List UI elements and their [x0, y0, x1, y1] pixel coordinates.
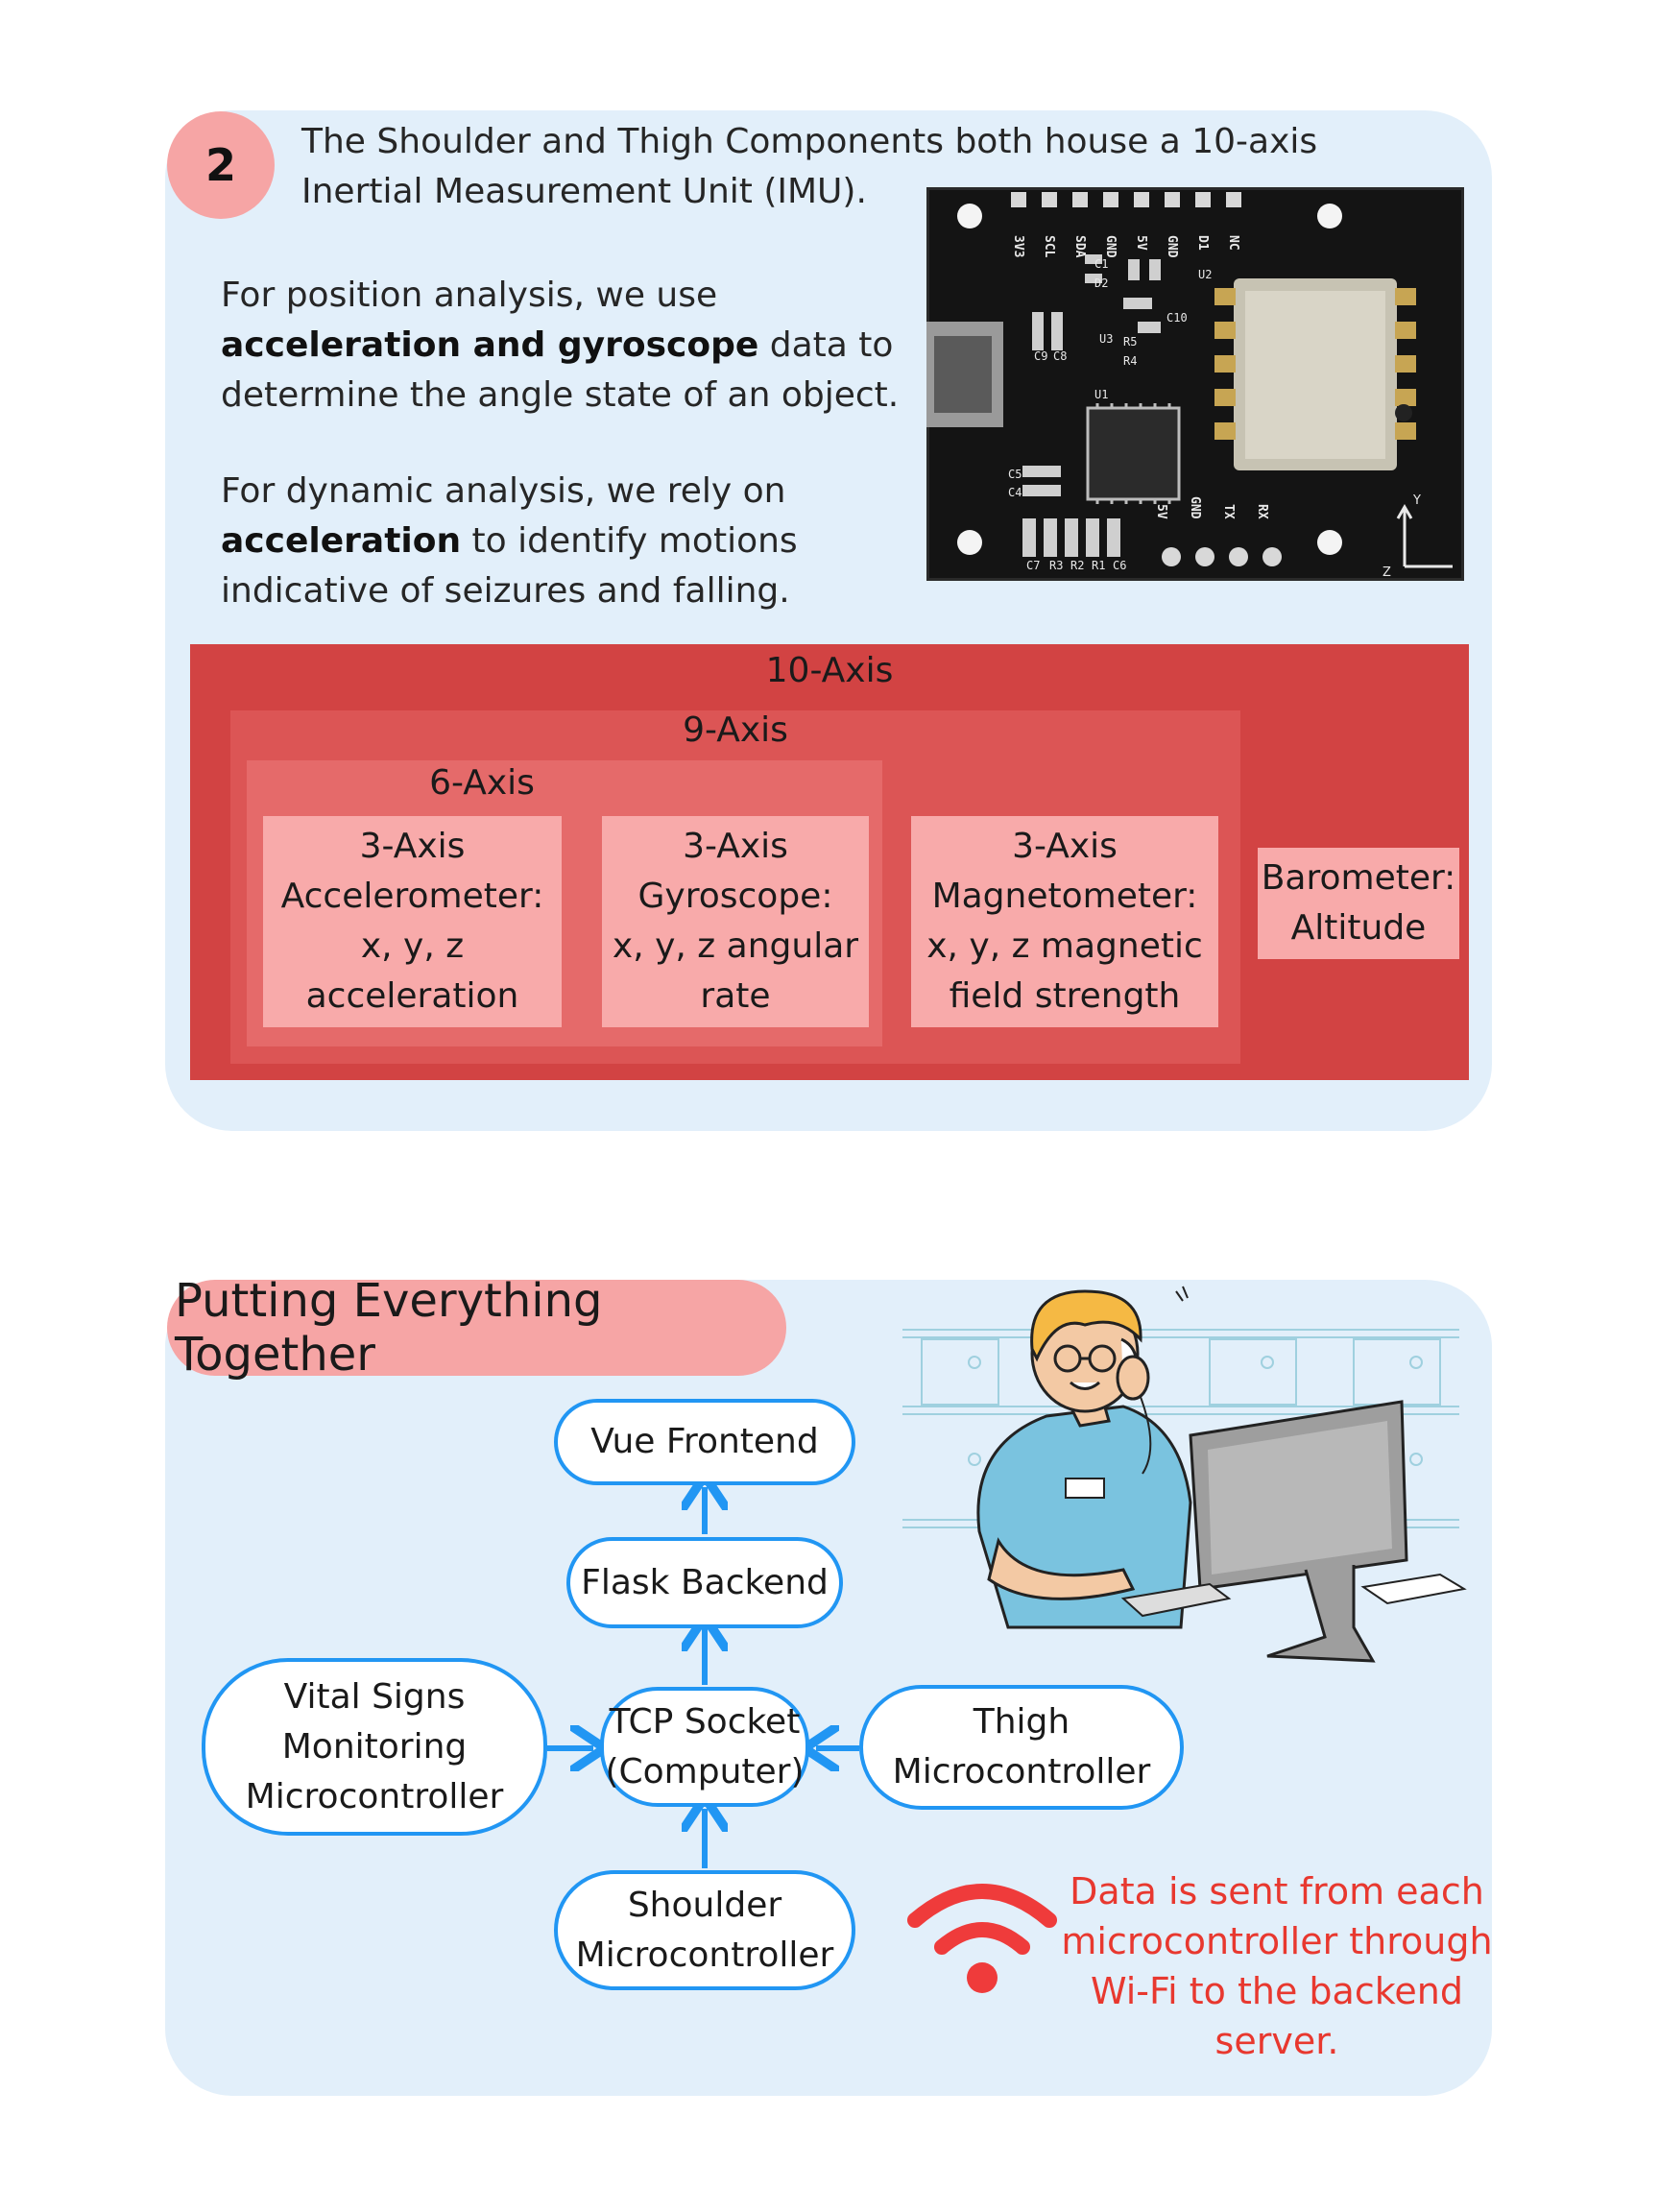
- label-c7: C7: [1026, 559, 1040, 572]
- tcp-socket-line-1: TCP Socket: [609, 1701, 801, 1742]
- position-line-2: acceleration and gyroscope data to: [221, 321, 931, 371]
- gyroscope-line-1: 3-Axis: [683, 827, 788, 866]
- dynamic-post: to identify motions: [461, 521, 798, 561]
- gyroscope-line-2: Gyroscope:: [637, 877, 833, 916]
- section-heading: Putting Everything Together: [167, 1274, 786, 1382]
- bottom-pin-rx: RX: [1255, 504, 1269, 519]
- bottom-pin-tx: TX: [1221, 504, 1236, 519]
- vital-signs-line-1: Vital Signs: [283, 1676, 466, 1717]
- dynamic-analysis-text: For dynamic analysis, we rely on acceler…: [221, 467, 931, 616]
- label-c8: C8: [1053, 349, 1067, 363]
- gyroscope-line-3: x, y, z angular: [612, 926, 859, 966]
- vital-signs-node: Vital Signs Monitoring Microcontroller: [202, 1658, 547, 1836]
- dynamic-line-1: For dynamic analysis, we rely on: [221, 471, 786, 511]
- bottom-pin-gnd: GND: [1188, 496, 1202, 519]
- shoulder-line-2: Microcontroller: [575, 1935, 834, 1975]
- pin-label-5v: 5V: [1134, 235, 1148, 251]
- label-c9: C9: [1034, 349, 1047, 363]
- intro-line-2: Inertial Measurement Unit (IMU).: [301, 172, 867, 211]
- accelerometer-line-3: x, y, z: [360, 926, 465, 966]
- position-post: data to: [758, 325, 894, 365]
- thigh-line-1: Thigh: [973, 1702, 1070, 1742]
- pin-label-gnd-2: GND: [1165, 235, 1179, 258]
- pin-label-d1: D1: [1195, 235, 1210, 251]
- shoulder-node: Shoulder Microcontroller: [554, 1870, 855, 1990]
- dynamic-bold: acceleration: [221, 521, 462, 561]
- label-r5: R5: [1123, 335, 1137, 349]
- wifi-note-line-4: server.: [1214, 2020, 1339, 2062]
- barometer-box: Barometer: Altitude: [1258, 848, 1459, 959]
- dynamic-line-3: indicative of seizures and falling.: [221, 571, 790, 611]
- accelerometer-line-1: 3-Axis: [359, 827, 466, 866]
- vital-signs-line-3: Microcontroller: [245, 1776, 504, 1816]
- label-r4: R4: [1123, 354, 1137, 368]
- pin-label-3v3: 3V3: [1011, 235, 1025, 257]
- wifi-note-line-1: Data is sent from each: [1070, 1870, 1484, 1912]
- pin-label-sda: SDA: [1072, 235, 1087, 258]
- label-r1: R1: [1092, 559, 1105, 572]
- position-bold: acceleration and gyroscope: [221, 325, 759, 365]
- nine-axis-label: 9-Axis: [683, 710, 788, 750]
- pin-label-nc: NC: [1226, 235, 1240, 251]
- magnetometer-line-4: field strength: [949, 976, 1181, 1016]
- label-r2: R2: [1070, 559, 1084, 572]
- ten-axis-label: 10-Axis: [765, 651, 894, 690]
- step-number-badge: 2: [167, 111, 275, 219]
- imu-board-image: 3V3 SCL SDA GND 5V GND D1 NC C1 D2 U2 U3…: [926, 187, 1464, 581]
- label-c4: C4: [1008, 486, 1022, 499]
- shoulder-line-1: Shoulder: [627, 1885, 782, 1925]
- magnetometer-box: 3-Axis Magnetometer: x, y, z magnetic fi…: [911, 816, 1218, 1027]
- tcp-socket-line-2: (Computer): [605, 1751, 805, 1791]
- label-c10: C10: [1166, 311, 1188, 325]
- position-analysis-text: For position analysis, we use accelerati…: [221, 271, 931, 421]
- thigh-node: Thigh Microcontroller: [859, 1685, 1184, 1810]
- wifi-icon: [907, 1884, 1057, 1993]
- dynamic-line-2: acceleration to identify motions: [221, 517, 931, 566]
- flask-backend-node: Flask Backend: [566, 1537, 843, 1628]
- vital-signs-line-2: Monitoring: [281, 1726, 468, 1767]
- axis-label-y: Y: [1412, 493, 1421, 508]
- pin-label-scl: SCL: [1042, 235, 1056, 258]
- label-c5: C5: [1008, 468, 1022, 481]
- wifi-note: Data is sent from each microcontroller t…: [1056, 1866, 1498, 2066]
- thigh-line-2: Microcontroller: [892, 1752, 1151, 1791]
- gyroscope-line-4: rate: [700, 976, 771, 1016]
- label-u3: U3: [1099, 332, 1113, 346]
- label-d2: D2: [1094, 276, 1108, 290]
- pin-label-gnd: GND: [1103, 235, 1118, 258]
- gyroscope-box: 3-Axis Gyroscope: x, y, z angular rate: [602, 816, 869, 1027]
- label-c1: C1: [1094, 257, 1108, 271]
- nurse-illustration: [902, 1286, 1467, 1663]
- label-c6: C6: [1113, 559, 1126, 572]
- position-line-1: For position analysis, we use: [221, 276, 718, 315]
- barometer-line-2: Altitude: [1290, 908, 1427, 948]
- accelerometer-line-4: acceleration: [305, 976, 519, 1016]
- label-u2: U2: [1198, 268, 1212, 281]
- flask-backend-label: Flask Backend: [581, 1562, 829, 1602]
- wifi-note-line-2: microcontroller through: [1061, 1920, 1493, 1962]
- wifi-note-line-3: Wi-Fi to the backend: [1091, 1970, 1463, 2012]
- magnetometer-line-1: 3-Axis: [1012, 827, 1118, 866]
- intro-text: The Shoulder and Thigh Components both h…: [301, 117, 1358, 217]
- accelerometer-box: 3-Axis Accelerometer: x, y, z accelerati…: [263, 816, 562, 1027]
- barometer-line-1: Barometer:: [1261, 858, 1456, 898]
- label-r3: R3: [1049, 559, 1063, 572]
- tcp-socket-node: TCP Socket (Computer): [600, 1687, 809, 1807]
- intro-line-1: The Shoulder and Thigh Components both h…: [301, 122, 1318, 161]
- accelerometer-line-2: Accelerometer:: [280, 877, 544, 916]
- label-u1: U1: [1094, 388, 1108, 401]
- magnetometer-line-2: Magnetometer:: [931, 877, 1198, 916]
- vue-frontend-node: Vue Frontend: [554, 1399, 855, 1485]
- position-line-3: determine the angle state of an object.: [221, 375, 900, 415]
- six-axis-label: 6-Axis: [429, 763, 535, 803]
- axis-label-z: Z: [1382, 565, 1391, 580]
- vue-frontend-label: Vue Frontend: [590, 1422, 819, 1461]
- magnetometer-line-3: x, y, z magnetic: [926, 926, 1203, 966]
- bottom-pin-5v: 5V: [1154, 504, 1168, 519]
